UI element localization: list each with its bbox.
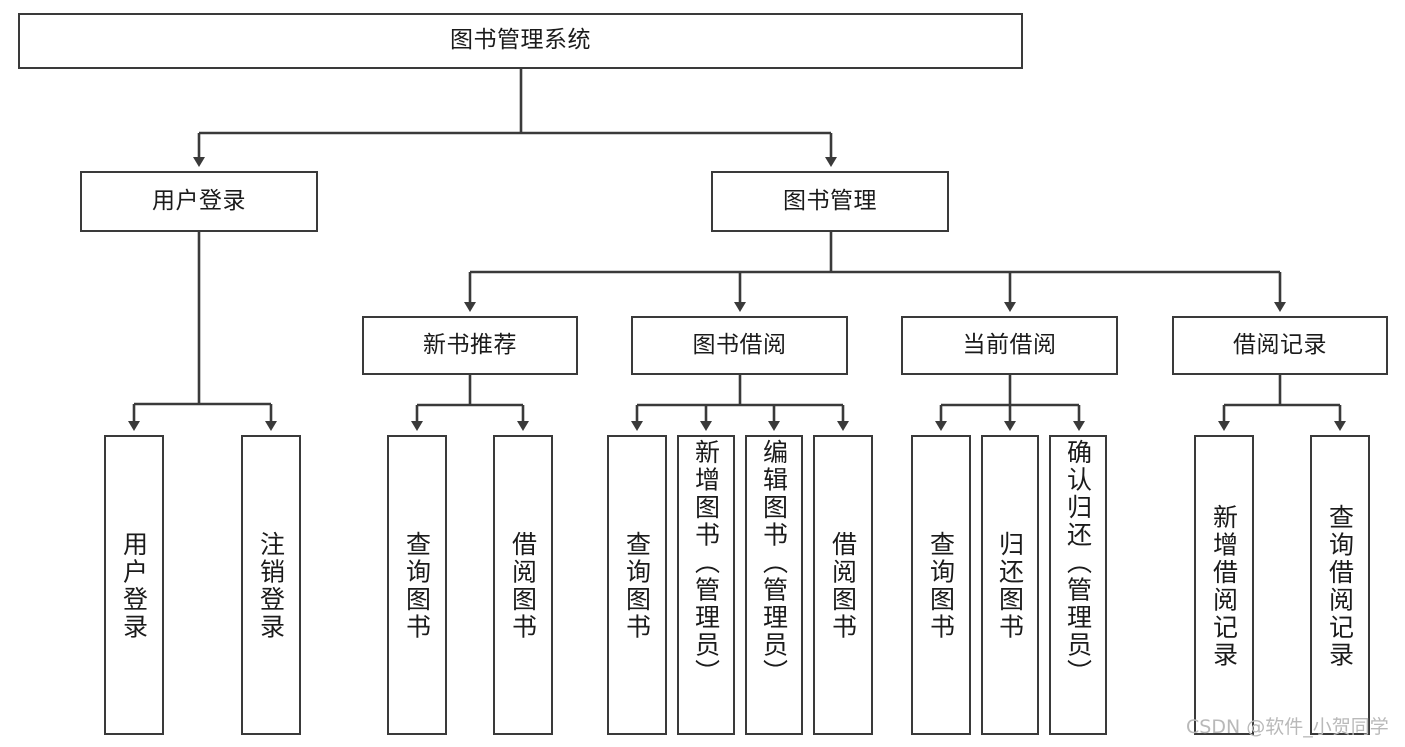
node-borrow-record[interactable]: 借阅记录: [1172, 316, 1388, 375]
leaf-query-book-1[interactable]: 查询图书: [387, 435, 447, 735]
leaf-borrow-book-2[interactable]: 借阅图书: [813, 435, 873, 735]
leaf-user-login-label: 用户登录: [119, 531, 149, 641]
leaf-add-book-label: 新增图书（管理员）: [691, 439, 721, 687]
leaf-return-book-label: 归还图书: [995, 531, 1025, 641]
leaf-query-book-2-label: 查询图书: [622, 531, 652, 641]
leaf-query-record-label: 查询借阅记录: [1325, 503, 1355, 669]
leaf-borrow-book-2-label: 借阅图书: [828, 531, 858, 641]
leaf-query-book-3-label: 查询图书: [926, 531, 956, 641]
leaf-borrow-book-1-label: 借阅图书: [508, 531, 538, 641]
node-current-borrow-label: 当前借阅: [962, 331, 1057, 358]
leaf-query-record[interactable]: 查询借阅记录: [1310, 435, 1370, 735]
leaf-edit-book[interactable]: 编辑图书（管理员）: [745, 435, 803, 735]
leaf-borrow-book-1[interactable]: 借阅图书: [493, 435, 553, 735]
node-root-label: 图书管理系统: [450, 27, 591, 54]
leaf-confirm-return-label: 确认归还（管理员）: [1063, 439, 1093, 687]
leaf-add-record-label: 新增借阅记录: [1209, 503, 1239, 669]
leaf-query-book-3[interactable]: 查询图书: [911, 435, 971, 735]
leaf-confirm-return[interactable]: 确认归还（管理员）: [1049, 435, 1107, 735]
node-root[interactable]: 图书管理系统: [18, 13, 1023, 69]
node-book-borrow[interactable]: 图书借阅: [631, 316, 848, 375]
node-user-login[interactable]: 用户登录: [80, 171, 318, 232]
leaf-edit-book-label: 编辑图书（管理员）: [759, 439, 789, 687]
node-user-login-label: 用户登录: [152, 187, 246, 214]
leaf-logout-login[interactable]: 注销登录: [241, 435, 301, 735]
node-book-borrow-label: 图书借阅: [692, 331, 787, 358]
leaf-return-book[interactable]: 归还图书: [981, 435, 1039, 735]
leaf-query-book-1-label: 查询图书: [402, 531, 432, 641]
node-book-management[interactable]: 图书管理: [711, 171, 949, 232]
leaf-query-book-2[interactable]: 查询图书: [607, 435, 667, 735]
node-borrow-record-label: 借阅记录: [1233, 331, 1327, 358]
leaf-logout-login-label: 注销登录: [256, 531, 286, 641]
node-new-book-recommend-label: 新书推荐: [423, 331, 517, 358]
node-current-borrow[interactable]: 当前借阅: [901, 316, 1118, 375]
leaf-add-book[interactable]: 新增图书（管理员）: [677, 435, 735, 735]
node-new-book-recommend[interactable]: 新书推荐: [362, 316, 578, 375]
leaf-user-login[interactable]: 用户登录: [104, 435, 164, 735]
leaf-add-record[interactable]: 新增借阅记录: [1194, 435, 1254, 735]
node-book-management-label: 图书管理: [783, 187, 877, 214]
